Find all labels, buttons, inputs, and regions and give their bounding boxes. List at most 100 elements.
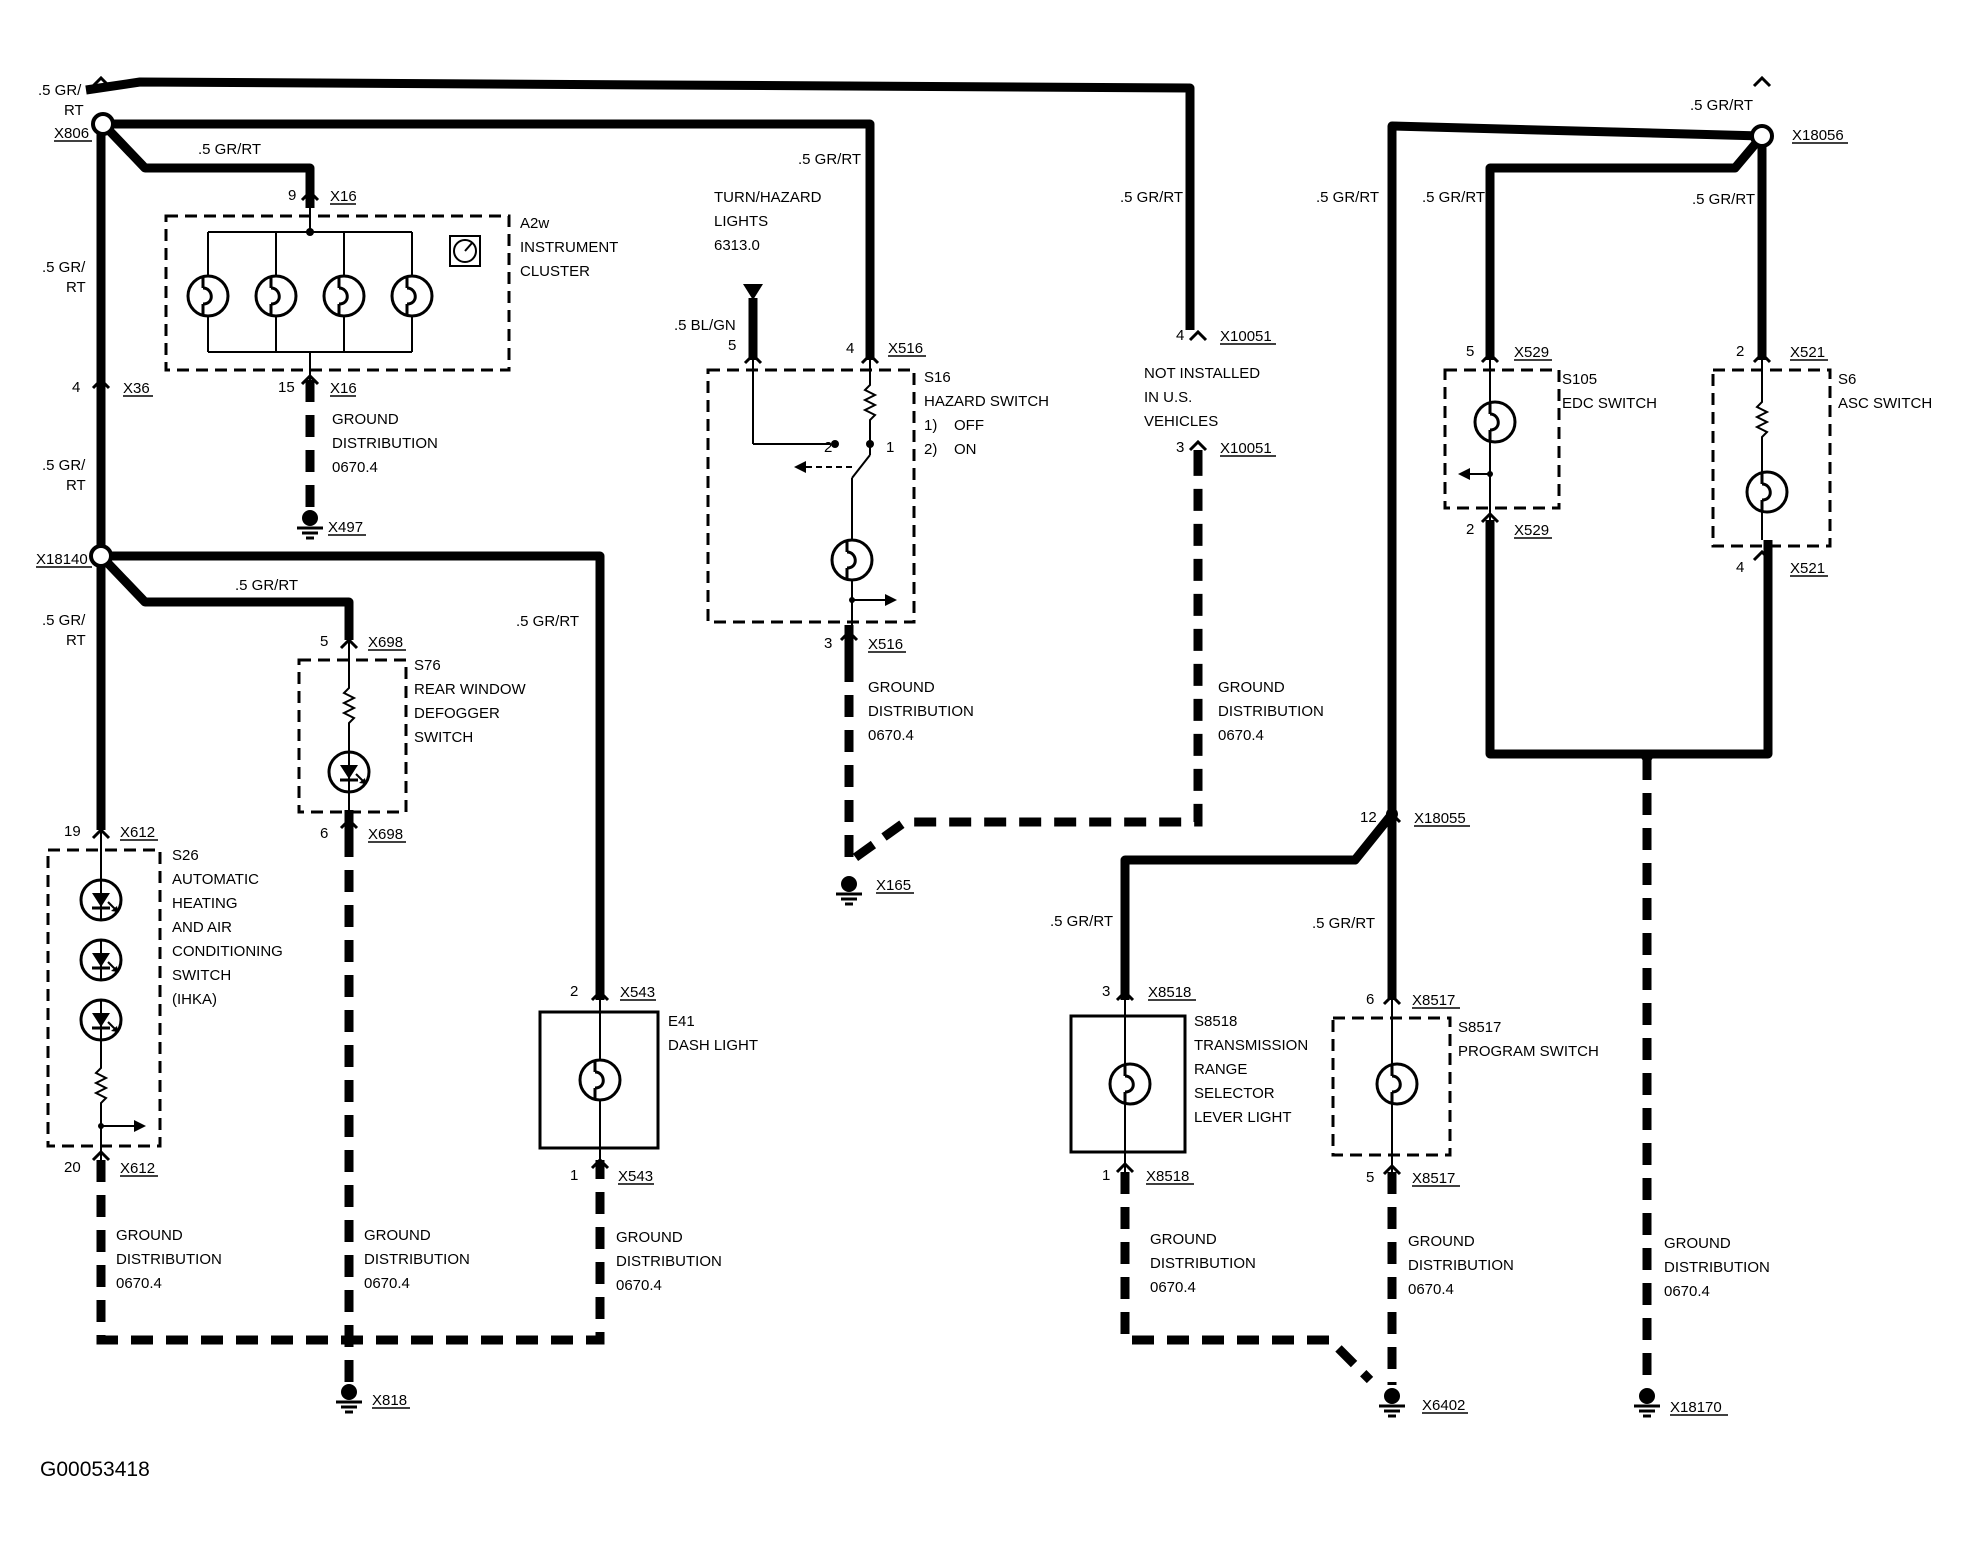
s8518-light <box>1069 1000 1187 1172</box>
component-a2w-line: CLUSTER <box>520 263 590 280</box>
wire-label: .5 GR/RT <box>1690 97 1753 114</box>
pin-label: 1 <box>570 1167 578 1184</box>
pin-label: 2 <box>1736 343 1744 360</box>
connector-x8517: X8517 <box>1412 1170 1455 1187</box>
component-s76-line: DEFOGGER <box>414 705 500 722</box>
ground-label: DISTRIBUTION <box>1664 1259 1770 1276</box>
ground-label: DISTRIBUTION <box>1218 703 1324 720</box>
component-s26: S26 <box>172 847 199 864</box>
component-s105-line: EDC SWITCH <box>1562 395 1657 412</box>
ground-label: GROUND <box>868 679 935 696</box>
ground-label: GROUND <box>364 1227 431 1244</box>
component-s26-line: AND AIR <box>172 919 232 936</box>
connector-x10051: X10051 <box>1220 440 1272 457</box>
splice-x806 <box>91 112 115 136</box>
component-s26-line: (IHKA) <box>172 991 217 1008</box>
switch-state: OFF <box>954 417 984 434</box>
connector-x18140: X18140 <box>36 551 88 568</box>
pin-label: 5 <box>728 337 736 354</box>
pin-label: 3 <box>1102 983 1110 1000</box>
connector-x16: X16 <box>330 380 357 397</box>
rear-defogger-switch <box>297 640 408 835</box>
ground-label: 0670.4 <box>364 1275 410 1292</box>
figure-id: G00053418 <box>40 1458 150 1481</box>
wire-label: .5 GR/RT <box>516 613 579 630</box>
connector-x8518: X8518 <box>1146 1168 1189 1185</box>
wire-label: .5 GR/ <box>42 259 86 276</box>
wire-label: RT <box>66 632 86 649</box>
ground-wires <box>96 380 1652 1388</box>
ground-label: DISTRIBUTION <box>616 1253 722 1270</box>
ground-label: GROUND <box>1664 1235 1731 1252</box>
note-not-installed: NOT INSTALLED <box>1144 365 1260 382</box>
wire-label: .5 GR/ <box>42 612 86 629</box>
switch-state: 1) <box>924 417 937 434</box>
splice-x18140 <box>89 544 113 568</box>
pin-label: 1 <box>886 439 894 456</box>
pin-label: 6 <box>1366 991 1374 1008</box>
pin-label: 4 <box>72 379 80 396</box>
instrument-cluster <box>164 208 511 380</box>
connector-x698: X698 <box>368 826 403 843</box>
wire-label: .5 GR/RT <box>798 151 861 168</box>
wire-label: .5 GR/RT <box>1120 189 1183 206</box>
connector-x16: X16 <box>330 188 357 205</box>
ground-label: GROUND <box>116 1227 183 1244</box>
connector-x516: X516 <box>888 340 923 357</box>
note-not-installed-line: VEHICLES <box>1144 413 1218 430</box>
component-turn-hazard-line: LIGHTS <box>714 213 768 230</box>
component-e41: E41 <box>668 1013 695 1030</box>
connector-x806: X806 <box>54 125 89 142</box>
ground-x497-icon <box>295 508 325 540</box>
wire-label: .5 GR/RT <box>198 141 261 158</box>
ground-label: GROUND <box>616 1229 683 1246</box>
wire-label: .5 BL/GN <box>674 317 736 334</box>
pin-label: 3 <box>1176 439 1184 456</box>
switch-state: 2) <box>924 441 937 458</box>
pin-label: 9 <box>288 187 296 204</box>
connector-x612: X612 <box>120 824 155 841</box>
wire-label: RT <box>64 102 84 119</box>
wire-label: .5 GR/ <box>42 457 86 474</box>
ground-label: 0670.4 <box>1408 1281 1454 1298</box>
component-s8518-line: RANGE <box>1194 1061 1247 1078</box>
ground-x165-icon <box>834 874 864 906</box>
wire-label: .5 GR/RT <box>1692 191 1755 208</box>
pin-label: 5 <box>1466 343 1474 360</box>
connector-x18170: X18170 <box>1670 1399 1722 1416</box>
component-s6-line: ASC SWITCH <box>1838 395 1932 412</box>
pin-label: 15 <box>278 379 295 396</box>
ground-label: DISTRIBUTION <box>1150 1255 1256 1272</box>
edc-switch <box>1443 360 1561 520</box>
wire-label: .5 GR/RT <box>235 577 298 594</box>
ground-label: DISTRIBUTION <box>1408 1257 1514 1274</box>
wire-label: .5 GR/RT <box>1316 189 1379 206</box>
connector-x36: X36 <box>123 380 150 397</box>
connector-x543: X543 <box>618 1168 653 1185</box>
pin-label: 12 <box>1360 809 1377 826</box>
connector-x8518: X8518 <box>1148 984 1191 1001</box>
hazard-switch <box>706 284 916 640</box>
pin-label: 2 <box>1466 521 1474 538</box>
component-s26-line: SWITCH <box>172 967 231 984</box>
pin-label: 3 <box>824 635 832 652</box>
connector-x10051: X10051 <box>1220 328 1272 345</box>
component-s8518-line: SELECTOR <box>1194 1085 1275 1102</box>
wire-label: RT <box>66 279 86 296</box>
pin-label: 4 <box>846 340 854 357</box>
component-s16: S16 <box>924 369 951 386</box>
gauge-icon <box>449 235 481 267</box>
ground-label: 0670.4 <box>116 1275 162 1292</box>
pin-label: 4 <box>1176 327 1184 344</box>
ground-label: DISTRIBUTION <box>332 435 438 452</box>
wire-label: .5 GR/RT <box>1050 913 1113 930</box>
ground-label: DISTRIBUTION <box>116 1251 222 1268</box>
ground-label: 0670.4 <box>1664 1283 1710 1300</box>
component-s26-line: HEATING <box>172 895 238 912</box>
ground-label: DISTRIBUTION <box>868 703 974 720</box>
pin-label: 19 <box>64 823 81 840</box>
connector-x18055: X18055 <box>1414 810 1466 827</box>
splice-x18056 <box>1750 124 1774 148</box>
pin-label: 2 <box>570 983 578 1000</box>
